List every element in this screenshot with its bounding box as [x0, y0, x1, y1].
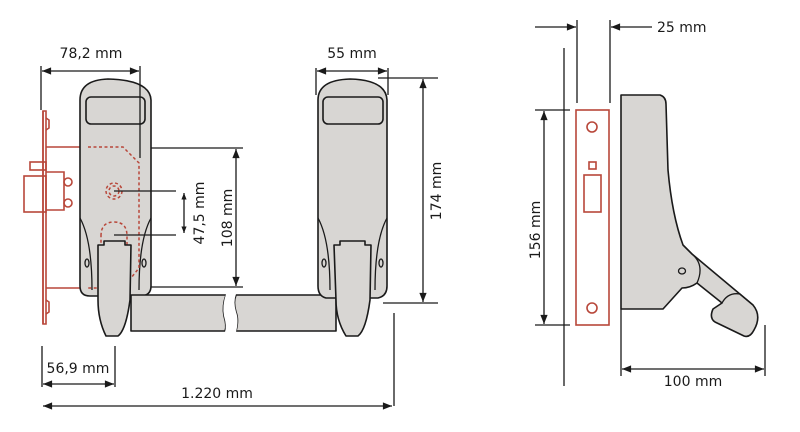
dimension-bar-length: 1.220 mm [43, 313, 395, 410]
label-47-5-mm: 47,5 mm [192, 182, 208, 245]
dimension-left-handle-width: 78,2 mm [40, 46, 141, 158]
push-bar [130, 294, 337, 332]
dimension-projection: 100 mm [622, 325, 766, 390]
dimension-backset: 56,9 mm [41, 346, 116, 388]
front-view: 78,2 mm 55 mm 174 mm 108 mm [23, 46, 445, 410]
label-25-mm: 25 mm [657, 20, 707, 36]
side-view: 25 mm 156 mm 100 mm [528, 20, 766, 390]
label-1220-mm: 1.220 mm [181, 386, 253, 402]
dimension-108: 108 mm [151, 147, 243, 288]
dimension-cylinder-offset: 47,5 mm [114, 182, 208, 245]
label-56-9-mm: 56,9 mm [47, 361, 110, 377]
label-156-mm: 156 mm [528, 201, 544, 259]
dimension-faceplate-height: 156 mm [528, 48, 570, 386]
faceplate [575, 109, 610, 326]
label-78-2-mm: 78,2 mm [60, 46, 123, 62]
right-handle [317, 78, 388, 337]
dimension-right-handle-width: 55 mm [315, 46, 389, 95]
dimension-faceplate-thickness: 25 mm [535, 20, 707, 103]
mortise-lock-outline [23, 110, 88, 325]
label-55-mm: 55 mm [327, 46, 377, 62]
side-profile [620, 94, 759, 376]
dimension-handle-height: 174 mm [378, 77, 445, 304]
label-174-mm: 174 mm [429, 162, 445, 220]
label-100-mm: 100 mm [664, 374, 722, 390]
label-108-mm: 108 mm [220, 189, 236, 247]
left-handle [79, 78, 152, 337]
